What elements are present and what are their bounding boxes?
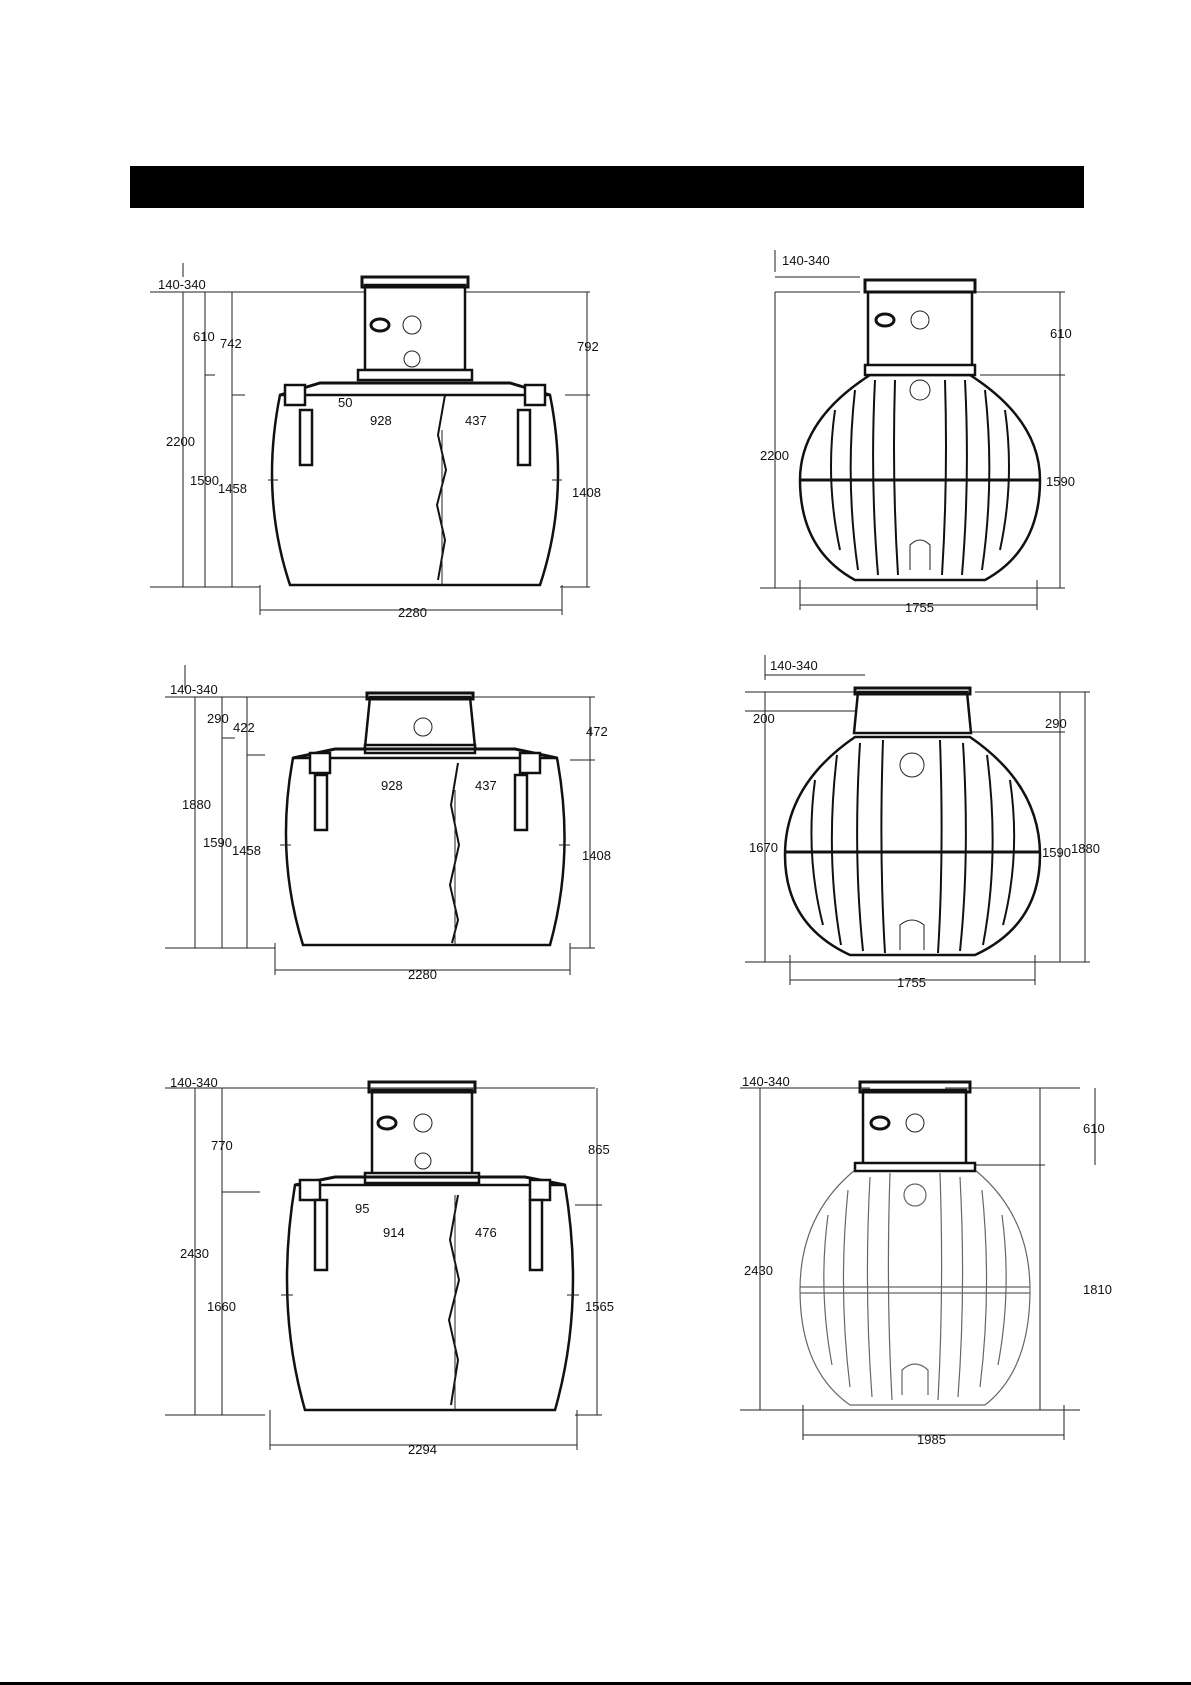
dim-label: 1810 bbox=[1083, 1282, 1112, 1297]
tank-side-view-1-svg: 140-340 610 742 792 50 928 437 2200 1590… bbox=[150, 255, 610, 625]
tank-side-view-3: 140-340 770 865 95 914 476 2430 1660 156… bbox=[165, 1065, 615, 1465]
tank-side-view-2: 140-340 290 422 472 928 437 1880 1590 14… bbox=[165, 665, 615, 985]
dim-label: 1590 bbox=[190, 473, 219, 488]
dim-label: 1590 bbox=[1042, 845, 1071, 860]
dim-label: 1565 bbox=[585, 1299, 614, 1314]
dim-label: 290 bbox=[207, 711, 229, 726]
tank-side-view-3-svg: 140-340 770 865 95 914 476 2430 1660 156… bbox=[165, 1065, 615, 1465]
tank-front-view-2-svg: 140-340 200 290 1670 1590 1880 1755 bbox=[745, 655, 1085, 995]
dim-label: 472 bbox=[586, 724, 608, 739]
dim-label: 1880 bbox=[182, 797, 211, 812]
dim-label: 1458 bbox=[218, 481, 247, 496]
tank-front-view-1-svg: 140-340 610 2200 1590 1755 bbox=[760, 250, 1080, 620]
dim-label: 2430 bbox=[744, 1263, 773, 1278]
header-bar bbox=[130, 166, 1084, 208]
dim-label: 476 bbox=[475, 1225, 497, 1240]
dim-label: 140-340 bbox=[158, 277, 206, 292]
dim-label: 1660 bbox=[207, 1299, 236, 1314]
dim-label: 1458 bbox=[232, 843, 261, 858]
dim-label: 1985 bbox=[917, 1432, 946, 1447]
dim-label: 437 bbox=[475, 778, 497, 793]
dim-label: 1755 bbox=[905, 600, 934, 615]
dim-label: 2294 bbox=[408, 1442, 437, 1457]
dim-label: 928 bbox=[370, 413, 392, 428]
dim-label: 2280 bbox=[408, 967, 437, 982]
tank-front-view-1: 140-340 610 2200 1590 1755 bbox=[760, 250, 1080, 620]
dim-label: 1590 bbox=[203, 835, 232, 850]
dim-label: 50 bbox=[338, 395, 352, 410]
dim-label: 140-340 bbox=[170, 682, 218, 697]
tank-front-view-2: 140-340 200 290 1670 1590 1880 1755 bbox=[745, 655, 1085, 995]
dim-label: 422 bbox=[233, 720, 255, 735]
dim-label: 1408 bbox=[572, 485, 601, 500]
dim-label: 2430 bbox=[180, 1246, 209, 1261]
dim-label: 742 bbox=[220, 336, 242, 351]
dim-label: 610 bbox=[193, 329, 215, 344]
dim-label: 865 bbox=[588, 1142, 610, 1157]
tank-front-view-3-svg: 140-340 610 2430 1810 1985 bbox=[740, 1065, 1080, 1465]
dim-label: 140-340 bbox=[770, 658, 818, 673]
dim-label: 610 bbox=[1050, 326, 1072, 341]
dim-label: 290 bbox=[1045, 716, 1067, 731]
dim-label: 2280 bbox=[398, 605, 427, 620]
dim-label: 2200 bbox=[760, 448, 789, 463]
dim-label: 914 bbox=[383, 1225, 405, 1240]
dim-label: 770 bbox=[211, 1138, 233, 1153]
tank-front-view-3: 140-340 610 2430 1810 1985 bbox=[740, 1065, 1080, 1465]
dim-label: 1670 bbox=[749, 840, 778, 855]
dim-label: 140-340 bbox=[742, 1074, 790, 1089]
dim-label: 1880 bbox=[1071, 841, 1100, 856]
dim-label: 1755 bbox=[897, 975, 926, 990]
tank-side-view-2-svg: 140-340 290 422 472 928 437 1880 1590 14… bbox=[165, 665, 615, 985]
dim-label: 610 bbox=[1083, 1121, 1105, 1136]
dim-label: 200 bbox=[753, 711, 775, 726]
dim-label: 140-340 bbox=[782, 253, 830, 268]
tank-side-view-1: 140-340 610 742 792 50 928 437 2200 1590… bbox=[150, 255, 610, 625]
dim-label: 437 bbox=[465, 413, 487, 428]
dim-label: 95 bbox=[355, 1201, 369, 1216]
dim-label: 1590 bbox=[1046, 474, 1075, 489]
dim-label: 140-340 bbox=[170, 1075, 218, 1090]
dim-label: 1408 bbox=[582, 848, 611, 863]
dim-label: 2200 bbox=[166, 434, 195, 449]
dim-label: 792 bbox=[577, 339, 599, 354]
dim-label: 928 bbox=[381, 778, 403, 793]
